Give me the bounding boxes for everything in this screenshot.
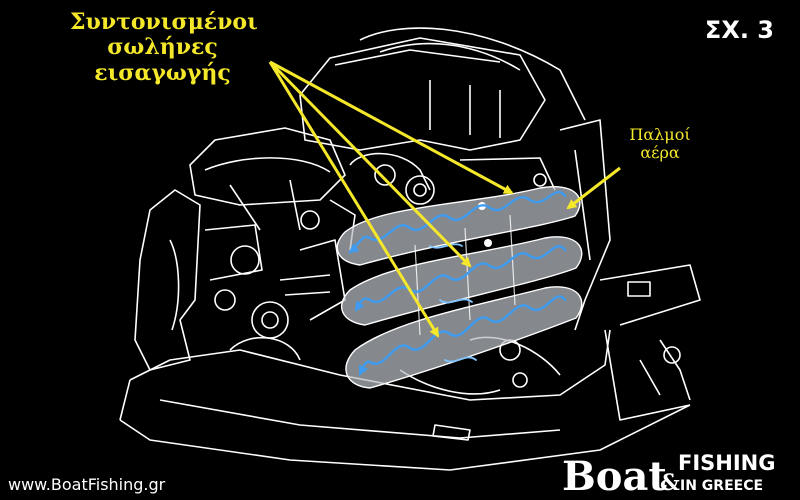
intake-label-line-2: σωλήνες [107, 34, 218, 61]
air-flow-wave-top [348, 190, 567, 254]
figure-number: ΣΧ. 3 [704, 16, 774, 44]
logo-text-in-greece: IN GREECE [680, 478, 763, 494]
website-link[interactable]: www.BoatFishing.gr [8, 475, 166, 494]
logo-ampersand: & [660, 470, 680, 494]
air-flow-wave-middle [354, 245, 567, 312]
arrow-to-middle-pipe [268, 60, 472, 268]
air-flow-wave-bottom [358, 295, 567, 376]
boatfishing-logo: Boat & FISHING IN GREECE [562, 451, 775, 494]
arrow-to-bottom-pipe [268, 61, 440, 338]
air-pulses-line-2: αέρα [640, 143, 680, 163]
logo-text-boat: Boat [562, 453, 667, 494]
air-flow-waves [348, 190, 567, 376]
air-pulses-label: Παλμοί αέρα [604, 125, 716, 163]
intake-pipe-top [336, 186, 581, 266]
intake-pipes-label: Συντονισμένοι σωλήνες εισαγωγής [70, 9, 258, 86]
intake-label-line-3: εισαγωγής [94, 59, 231, 86]
air-pulses-line-1: Παλμοί [629, 125, 691, 144]
arrow-to-top-pipe [269, 60, 514, 195]
intake-pipe-middle [340, 236, 583, 326]
intake-label-line-1: Συντονισμένοι [70, 9, 258, 35]
logo-text-fishing: FISHING [678, 451, 775, 475]
arrow-air-pulses [566, 166, 621, 210]
engine-line-art [119, 27, 701, 471]
tuned-intake-pipes [336, 186, 583, 389]
callout-arrows [268, 60, 621, 338]
intake-pipe-bottom [345, 286, 583, 389]
